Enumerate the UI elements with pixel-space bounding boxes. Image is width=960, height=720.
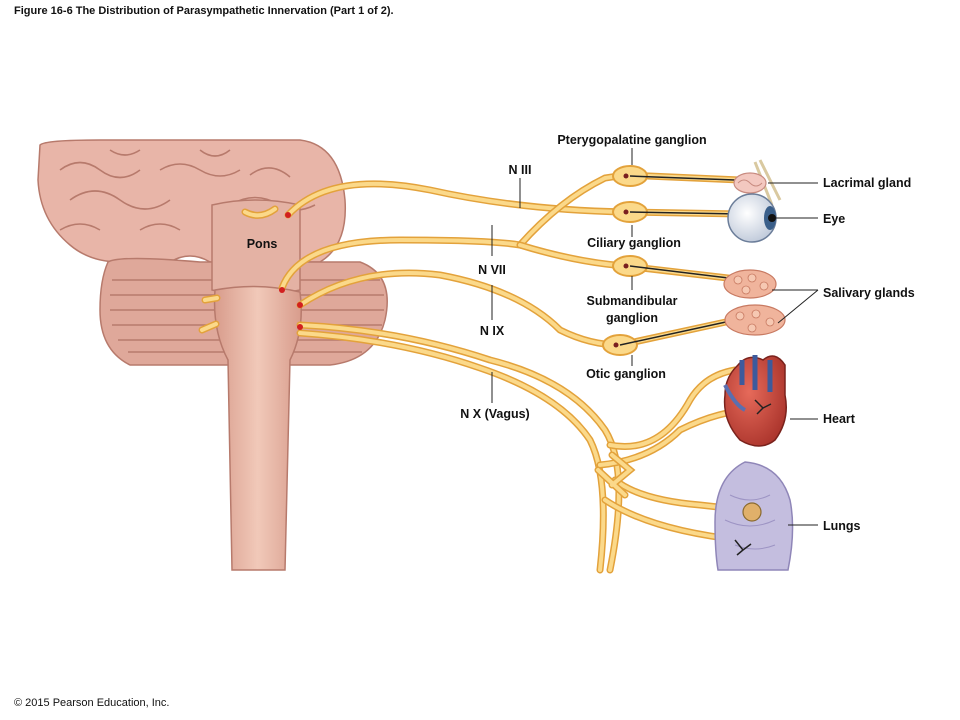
label-ciliary-ganglion: Ciliary ganglion [587, 236, 681, 250]
label-heart: Heart [823, 412, 856, 426]
eye [727, 193, 777, 243]
label-lungs: Lungs [823, 519, 861, 533]
label-otic-ganglion: Otic ganglion [586, 367, 666, 381]
label-n-ix: N IX [480, 324, 505, 338]
nucleus-origin-dots [279, 212, 303, 330]
lacrimal-gland [733, 159, 782, 206]
cranial-nerve-stubs [198, 205, 279, 334]
copyright-notice: © 2015 Pearson Education, Inc. [14, 697, 170, 709]
label-lacrimal-gland: Lacrimal gland [823, 176, 911, 190]
figure-title: Figure 16-6 The Distribution of Parasymp… [14, 5, 394, 17]
leader-lines [491, 148, 819, 526]
brainstem [213, 285, 302, 571]
nerve-pathways [278, 171, 759, 574]
label-n-iii: N III [509, 163, 532, 177]
label-submandibular-ganglion-line1: Submandibular [587, 294, 678, 308]
label-pterygopalatine-ganglion: Pterygopalatine ganglion [557, 133, 706, 147]
label-pons: Pons [247, 237, 278, 251]
lungs [714, 461, 794, 571]
label-eye: Eye [823, 212, 845, 226]
label-n-x-vagus: N X (Vagus) [460, 407, 529, 421]
labels: Pterygopalatine ganglion N III Pons Cili… [247, 133, 915, 533]
ganglia [602, 165, 746, 356]
salivary-glands [723, 269, 786, 336]
heart [723, 355, 787, 447]
label-n-vii: N VII [478, 263, 506, 277]
label-submandibular-ganglion-line2: ganglion [606, 311, 658, 325]
label-salivary-glands: Salivary glands [823, 286, 915, 300]
